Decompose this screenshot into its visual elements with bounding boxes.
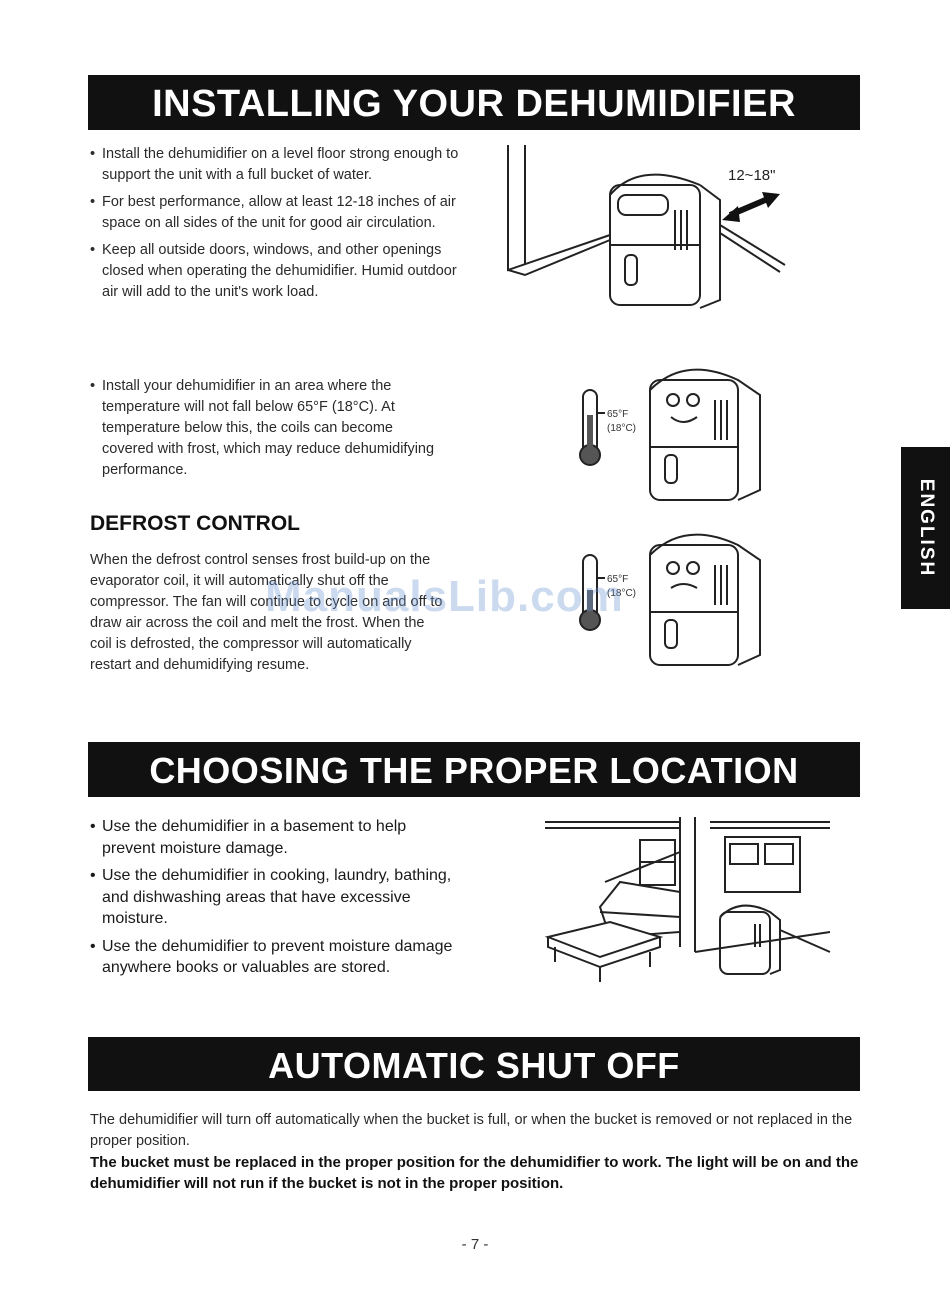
defrost-paragraph: When the defrost control senses frost bu… (90, 552, 443, 673)
list-item: Use the dehumidifier in a basement to he… (90, 816, 455, 859)
list-item: For best performance, allow at least 12-… (90, 192, 460, 234)
temperature-illustration: 65°F (18°C) (579, 368, 761, 501)
thermometer-icon (579, 389, 605, 466)
language-tab: ENGLISH (901, 447, 950, 609)
installing-title: INSTALLING YOUR DEHUMIDIFIER (88, 75, 860, 130)
page-number: - 7 - (461, 1236, 489, 1253)
double-arrow-icon (722, 192, 780, 222)
list-item: Keep all outside doors, windows, and oth… (90, 240, 460, 303)
defrost-illustration: 65°F (18°C) (579, 533, 761, 666)
installing-bullet-list: Install the dehumidifier on a level floo… (90, 144, 460, 309)
temperature-bullet-list: Install your dehumidifier in an area whe… (90, 376, 435, 487)
room-illustration (544, 817, 831, 982)
language-tab-label: ENGLISH (915, 478, 937, 578)
shutoff-paragraph: The dehumidifier will turn off automatic… (90, 1112, 853, 1149)
list-item: Install the dehumidifier on a level floo… (90, 144, 460, 186)
thermometer-label-c: (18°C) (607, 423, 636, 434)
thermometer-label-c: (18°C) (607, 588, 636, 599)
shutoff-title: AUTOMATIC SHUT OFF (88, 1037, 860, 1091)
thermometer-icon (579, 554, 605, 631)
clearance-illustration: 12~18" (507, 145, 786, 309)
location-bullet-list: Use the dehumidifier in a basement to he… (90, 816, 455, 985)
list-item: Use the dehumidifier to prevent moisture… (90, 936, 455, 979)
shutoff-text-block: The dehumidifier will turn off automatic… (90, 1110, 865, 1194)
thermometer-label-f: 65°F (607, 574, 628, 585)
thermometer-label-f: 65°F (607, 409, 628, 420)
list-item: Install your dehumidifier in an area whe… (90, 376, 435, 481)
location-title: CHOOSING THE PROPER LOCATION (88, 742, 860, 797)
shutoff-bold-paragraph: The bucket must be replaced in the prope… (90, 1154, 859, 1192)
clearance-label: 12~18" (728, 167, 775, 184)
list-item: Use the dehumidifier in cooking, laundry… (90, 865, 455, 930)
defrost-heading: DEFROST CONTROL (90, 512, 300, 535)
